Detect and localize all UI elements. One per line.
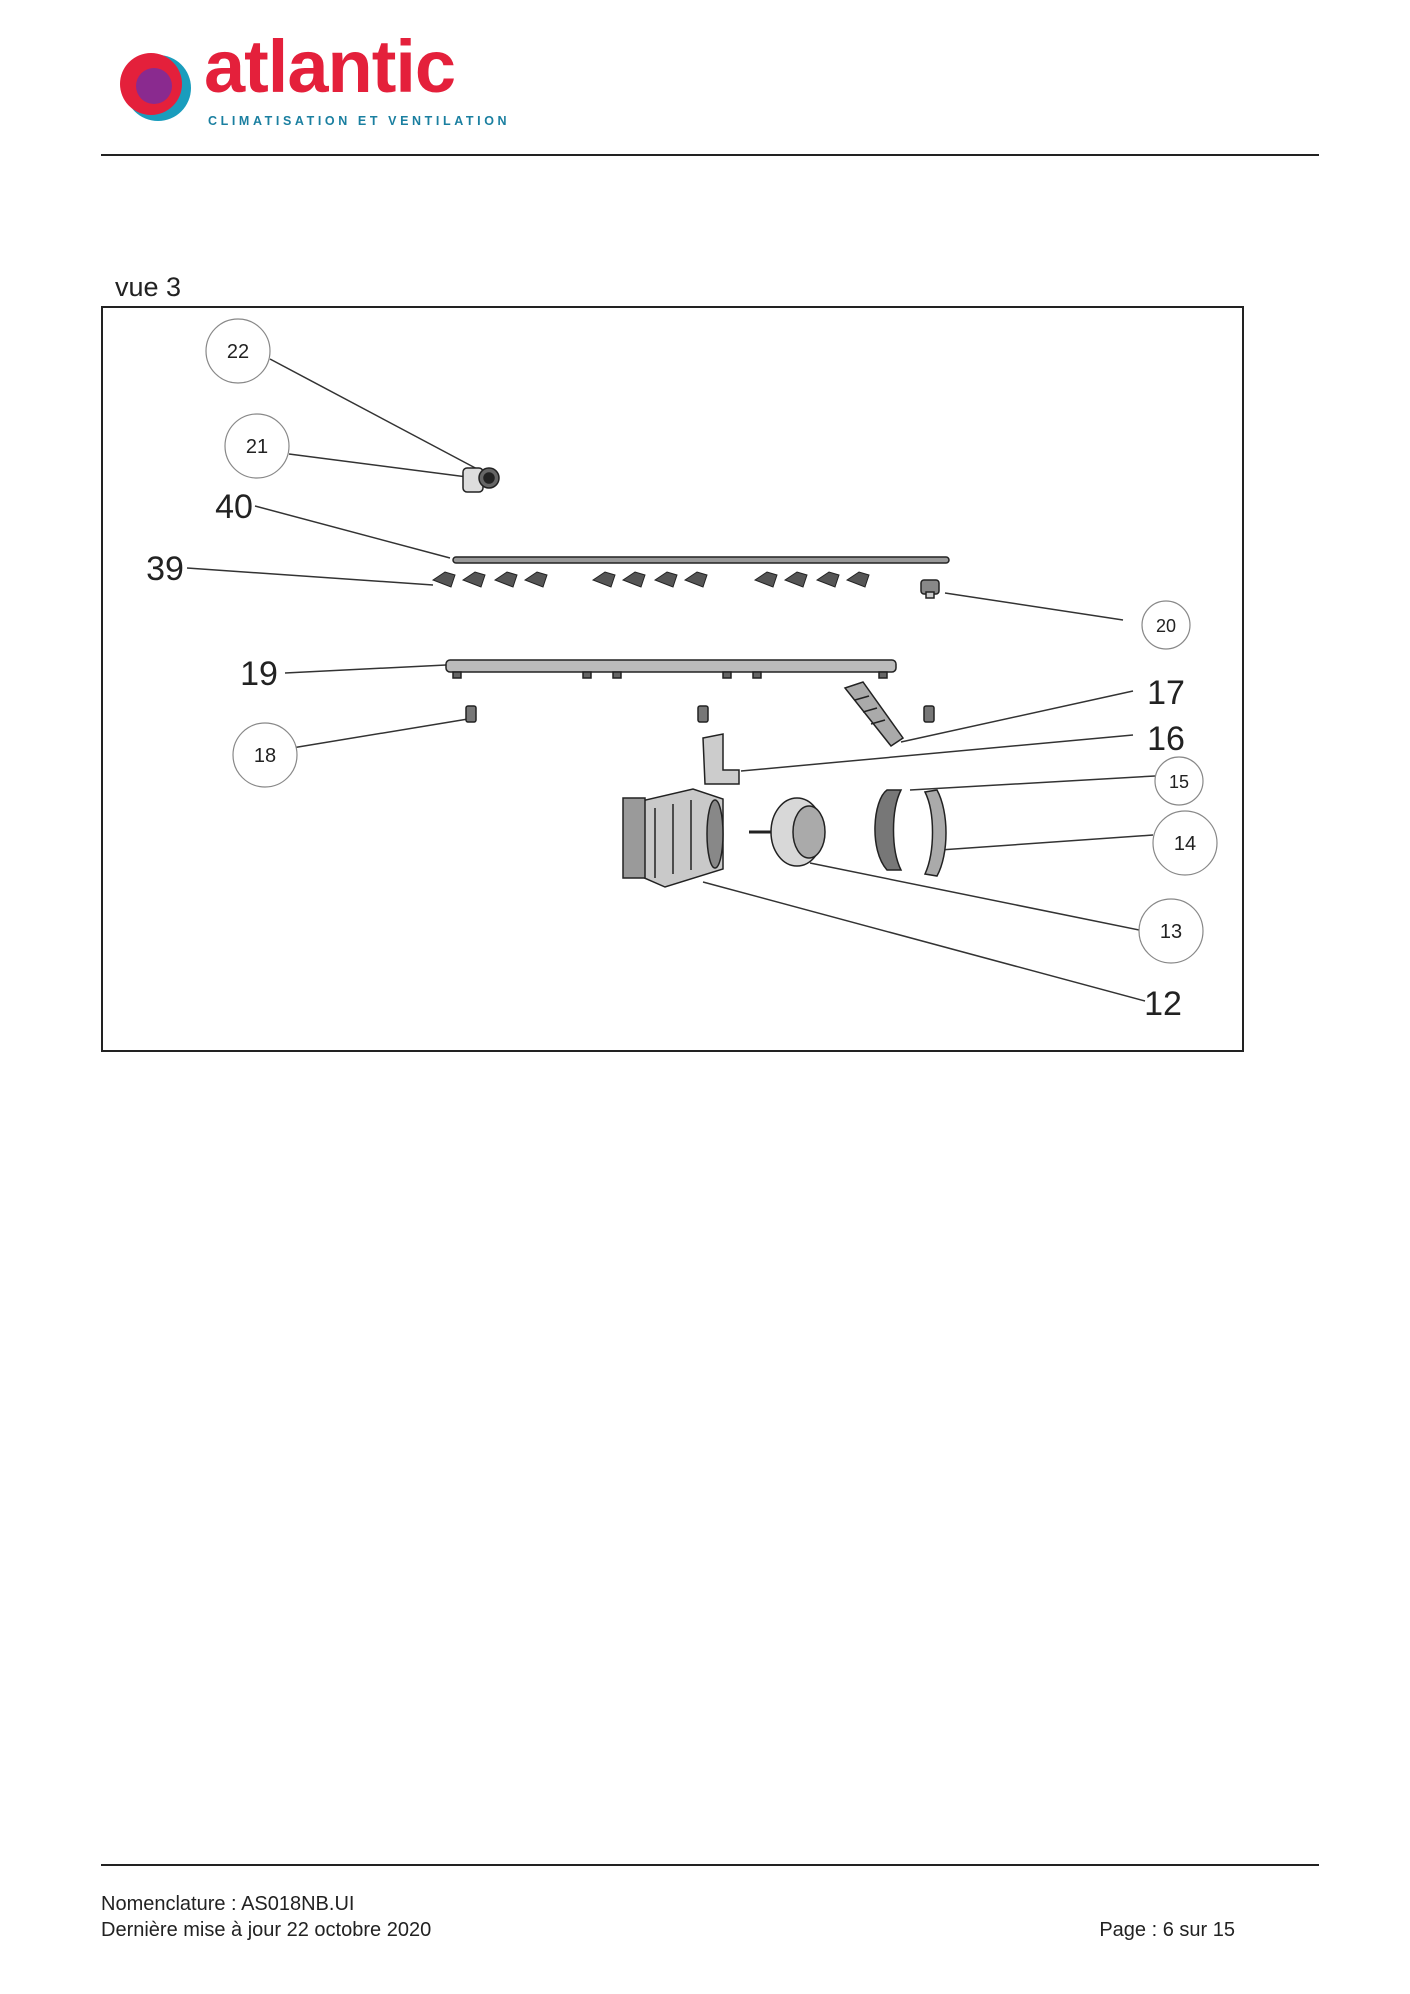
callout-13: 13	[1160, 921, 1182, 943]
part-clamps	[874, 789, 947, 877]
part-motor	[749, 797, 826, 867]
callout-39: 39	[146, 550, 184, 588]
callout-16: 16	[1147, 720, 1185, 758]
footer-divider	[101, 1864, 1319, 1866]
footer-nomenclature: Nomenclature : AS018NB.UI	[101, 1893, 355, 1915]
logo-mark-icon	[120, 53, 191, 121]
callout-14: 14	[1174, 833, 1196, 855]
callout-20: 20	[1156, 616, 1176, 636]
exploded-view-diagram: 22 21 40 39 20 19 18 17 16 15 14 13 12	[101, 306, 1244, 1052]
part-l-bracket	[702, 733, 740, 785]
callout-19: 19	[240, 655, 278, 693]
callout-40: 40	[215, 488, 253, 526]
part-clips	[431, 571, 870, 588]
atlantic-logo: atlantic CLIMATISATION ET VENTILATION	[118, 30, 507, 134]
callout-12: 12	[1144, 985, 1182, 1023]
footer-page-number: Page : 6 sur 15	[1099, 1919, 1235, 1941]
callout-22: 22	[227, 341, 249, 363]
part-bracket	[843, 681, 905, 748]
header-divider	[101, 154, 1319, 156]
part-motor-housing	[622, 788, 724, 888]
callout-17: 17	[1147, 674, 1185, 712]
logo-wordmark: atlantic	[204, 25, 456, 108]
part-knob	[462, 467, 500, 493]
callout-15: 15	[1169, 772, 1189, 792]
part-cap	[920, 579, 940, 599]
view-label: vue 3	[115, 272, 182, 302]
part-blocks	[465, 705, 935, 723]
part-rod	[452, 556, 950, 564]
logo-tagline: CLIMATISATION ET VENTILATION	[208, 114, 511, 128]
part-blade	[445, 659, 897, 679]
footer-last-update: Dernière mise à jour 22 octobre 2020	[101, 1919, 432, 1941]
callout-18: 18	[254, 745, 276, 767]
parts-diagram-svg: 22 21 40 39 20 19 18 17 16 15 14 13 12	[146, 318, 1218, 1023]
callout-21: 21	[246, 436, 268, 458]
